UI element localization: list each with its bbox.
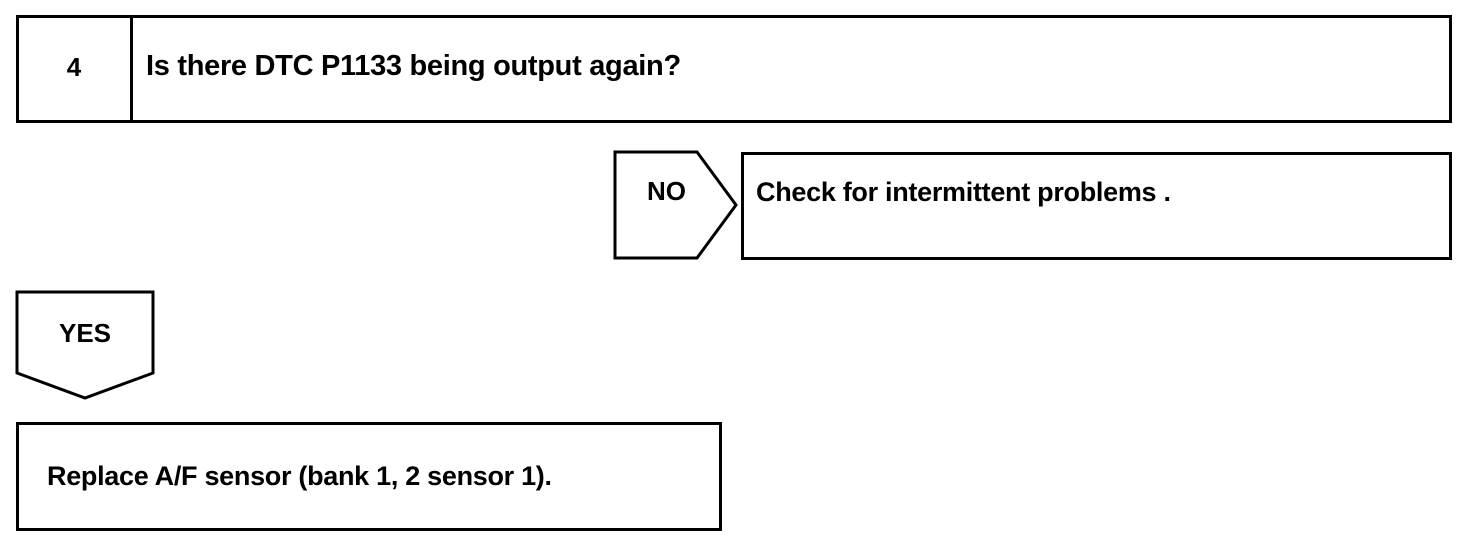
step-number-divider (130, 15, 133, 123)
yes-result-box (16, 422, 722, 531)
step-number: 4 (66, 52, 82, 82)
yes-label: YES (58, 318, 112, 348)
step-question: Is there DTC P1133 being output again? (146, 50, 681, 82)
no-label: NO (647, 176, 686, 206)
no-result-box (741, 152, 1452, 260)
yes-result-text: Replace A/F sensor (bank 1, 2 sensor 1). (47, 461, 552, 491)
step-header-box (16, 15, 1452, 123)
no-result-text: Check for intermittent problems . (756, 177, 1171, 207)
